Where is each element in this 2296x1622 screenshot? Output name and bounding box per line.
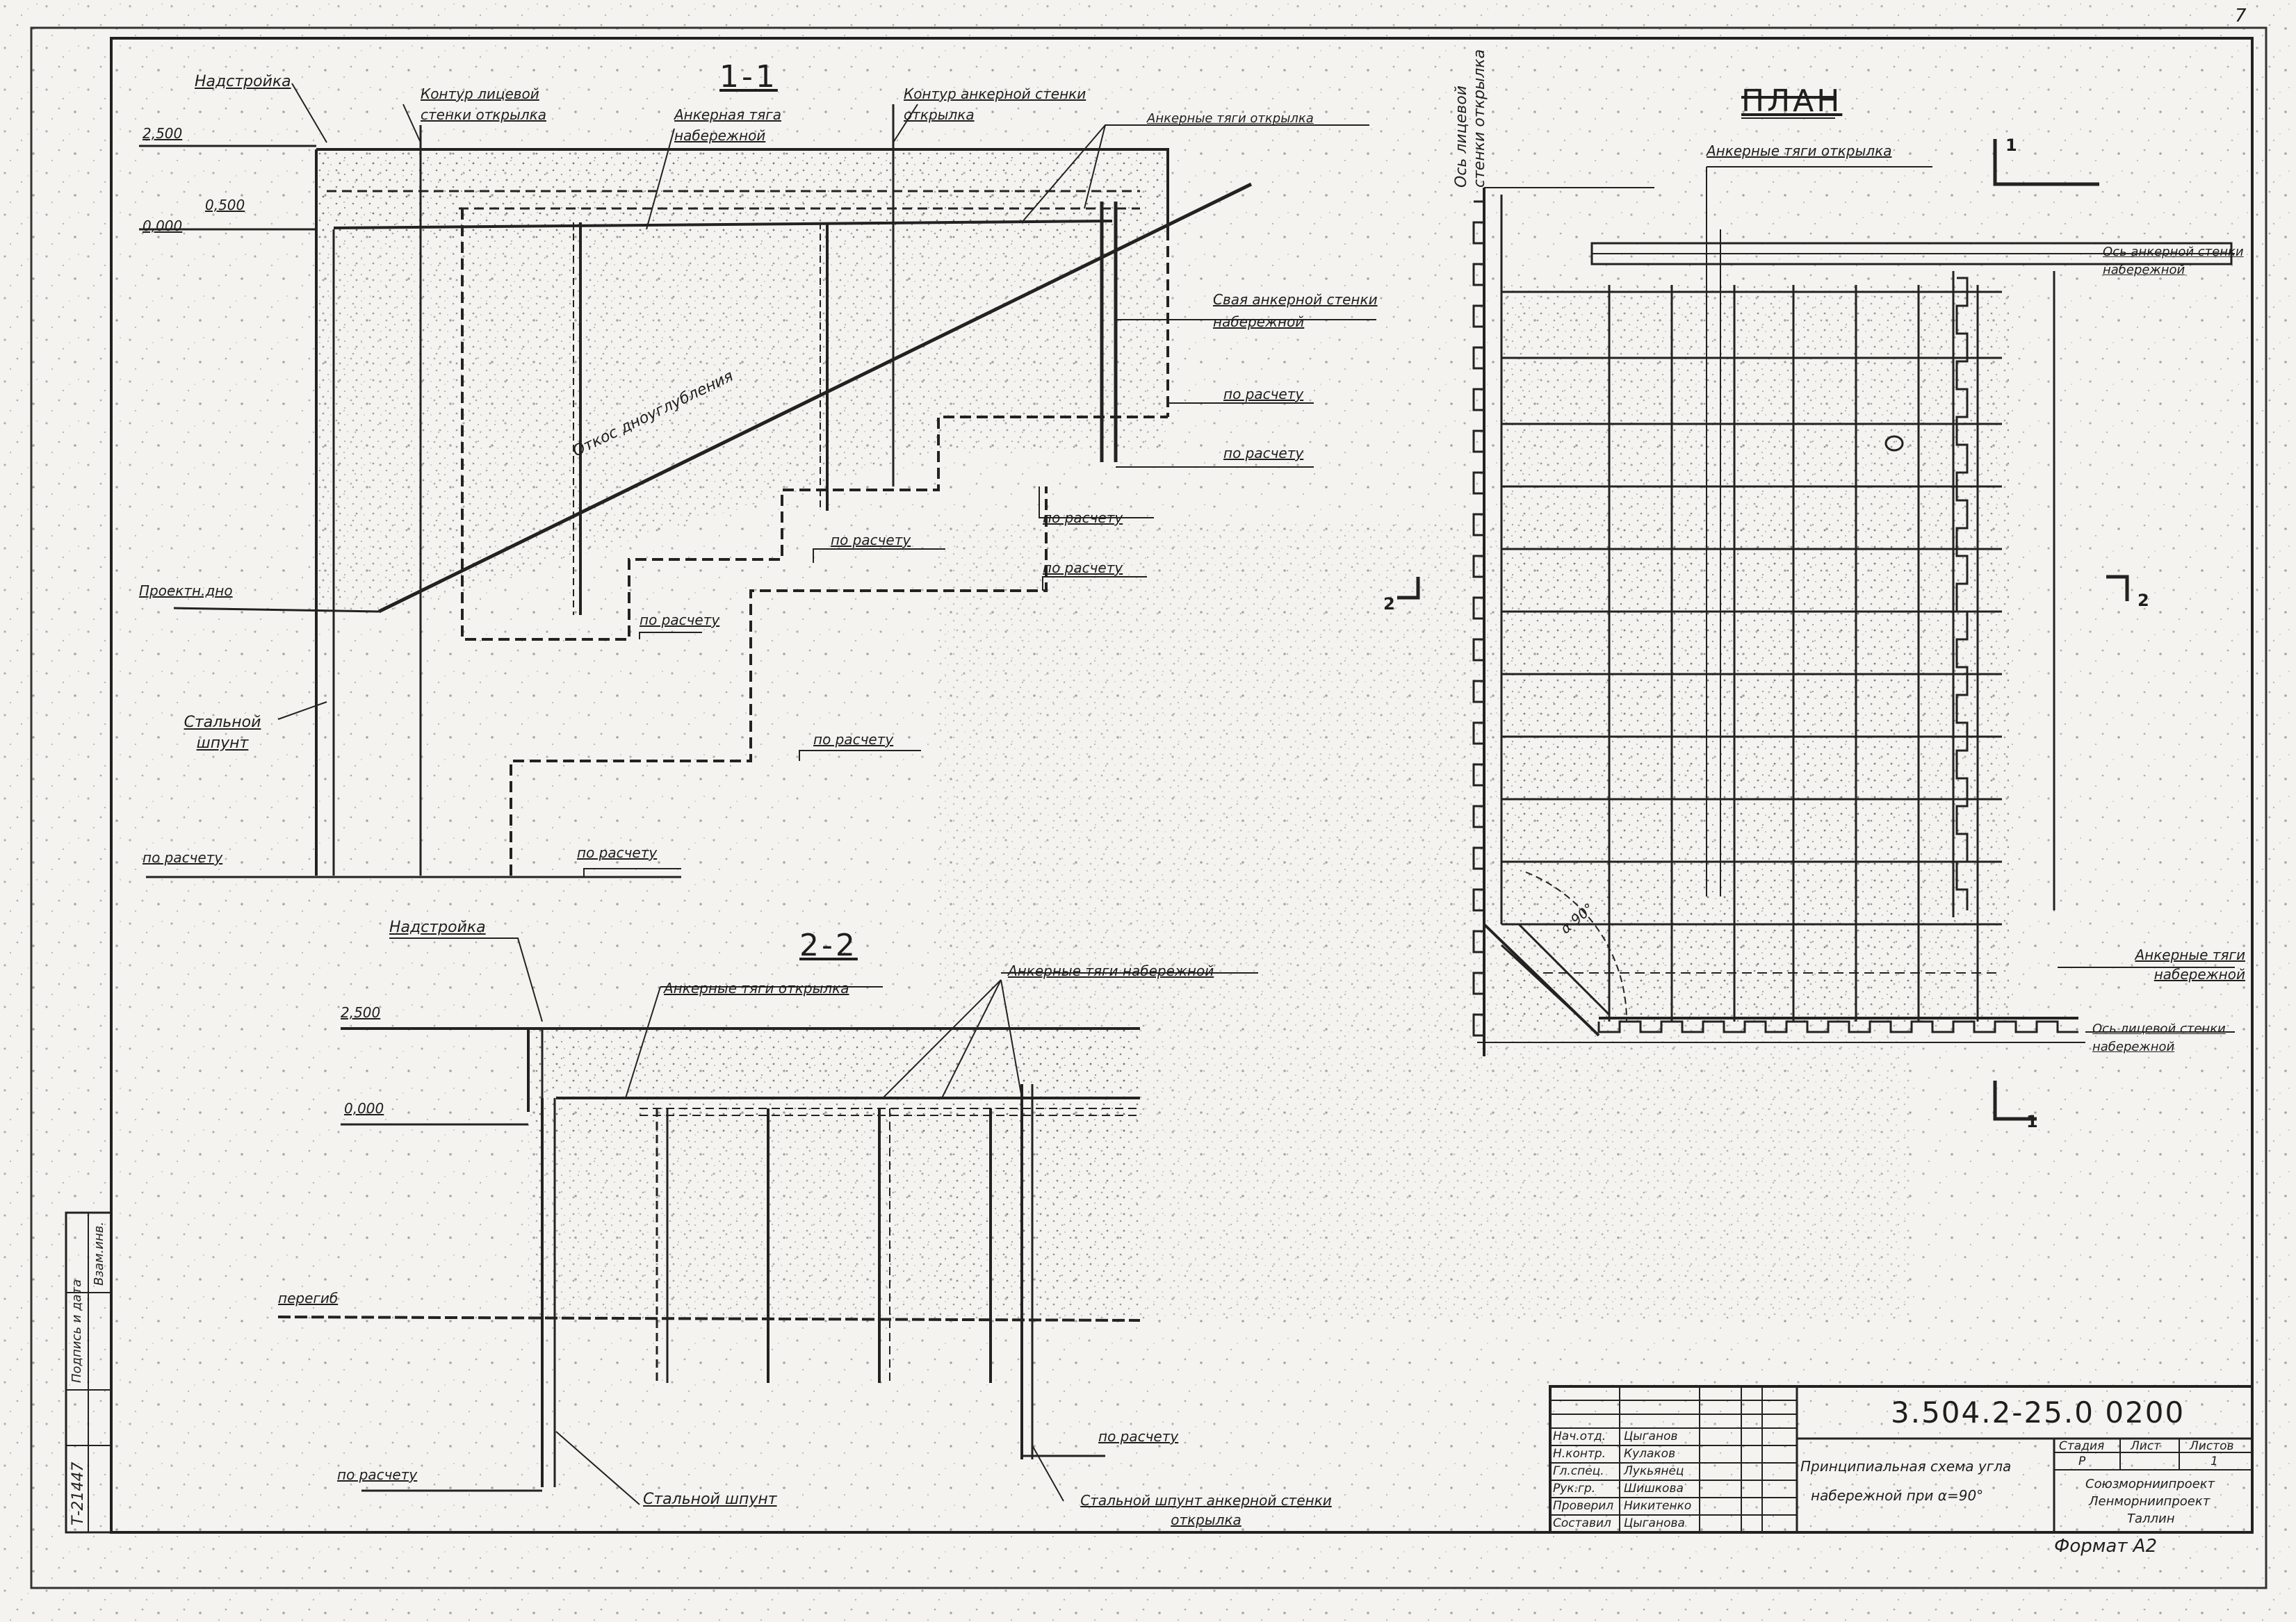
label-bend: перегиб — [278, 1290, 339, 1306]
label-anchor-pile: Свая анкерной стенки набережной — [1213, 291, 1378, 330]
row-name-6: Цыганова — [1624, 1516, 1685, 1530]
doc-code: 3.504.2-25.0 0200 — [1891, 1395, 2185, 1430]
label-contour-face-wall: Контур лицевой стенки открылка — [421, 85, 547, 123]
col-header-sheet: Лист — [2131, 1439, 2161, 1453]
row-role-3: Гл.спец. — [1553, 1464, 1604, 1478]
section-1-1 — [139, 83, 1376, 878]
label-anchor-rod-embankment: Анкерная тяга набережной — [674, 106, 782, 144]
sheet-number: 7 — [2235, 6, 2247, 26]
label-contour-anchor-wall: Контур анкерной стенки открылка — [904, 85, 1086, 123]
section-2-2-title: 2-2 — [799, 928, 858, 963]
col-value-sheets: 1 — [2210, 1455, 2218, 1468]
by-calc-1i: по расчету — [143, 849, 223, 866]
label-superstructure-2: Надстройка — [389, 919, 486, 936]
row-name-5: Никитенко — [1624, 1499, 1692, 1513]
mark-1-top: 1 — [2005, 136, 2017, 155]
by-calc-1a: по расчету — [1223, 386, 1304, 402]
label-axis-face-wall-wing: Ось лицевой стенки открылка — [1453, 49, 1488, 188]
elev-2500-1: 2,500 — [143, 125, 183, 142]
side-stamp-inv: Т-21447 — [70, 1461, 87, 1525]
title-block-frame — [1549, 1385, 2254, 1534]
side-stamp-label-2: Взам.инв. — [92, 1221, 106, 1286]
by-calc-1b: по расчету — [1223, 445, 1304, 461]
label-axis-face-wall: Ось лицевой стенки набережной — [2092, 1022, 2226, 1054]
description-line-1: Принципиальная схема угла — [1800, 1458, 2012, 1475]
org-line-1: Союзморниипроект — [2085, 1477, 2215, 1491]
elev-0500-1: 0,500 — [205, 197, 245, 213]
by-calc-1c: по расчету — [1043, 509, 1123, 526]
label-axis-anchor-wall: Ось анкерной стенки набережной — [2103, 245, 2244, 277]
row-role-1: Нач.отд. — [1553, 1430, 1606, 1443]
row-role-4: Рук.гр. — [1553, 1482, 1596, 1496]
side-stamp-label-1: Подпись и дата — [70, 1279, 84, 1383]
row-name-3: Лукьянец — [1624, 1464, 1684, 1478]
plan-view — [1397, 96, 2235, 1121]
col-header-stage: Стадия — [2059, 1439, 2105, 1453]
label-design-bottom: Проектн.дно — [139, 582, 233, 599]
label-anchor-rods-embankment-2: Анкерные тяги набережной — [1008, 962, 1214, 979]
row-role-2: Н.контр. — [1553, 1447, 1606, 1461]
side-stamp-frame — [65, 1211, 113, 1534]
row-role-5: Проверил — [1553, 1499, 1614, 1513]
by-calc-1h: по расчету — [577, 844, 658, 861]
by-calc-1e: по расчету — [1043, 559, 1123, 576]
elev-2500-2: 2,500 — [341, 1004, 381, 1021]
by-calc-2b: по расчету — [337, 1466, 418, 1483]
row-name-2: Кулаков — [1624, 1447, 1676, 1461]
label-superstructure-1: Надстройка — [195, 73, 291, 90]
label-steel-sheet-pile-anchor: Стальной шпунт анкерной стенки открылка — [1080, 1492, 1332, 1528]
description-line-2: набережной при α=90° — [1811, 1487, 1984, 1504]
by-calc-1g: по расчету — [813, 731, 894, 748]
mark-2-right: 2 — [2138, 591, 2149, 610]
label-steel-sheet-pile-1: Стальной шпунт — [184, 714, 261, 752]
row-name-1: Цыганов — [1624, 1430, 1678, 1443]
label-anchor-rods-wing-2: Анкерные тяги открылка — [664, 980, 849, 997]
label-anchor-rods-embankment-plan: Анкерные тяги набережной — [2135, 947, 2245, 983]
section-2-2 — [277, 937, 1258, 1505]
mark-1-bottom: 1 — [2026, 1112, 2038, 1131]
by-calc-1d: по расчету — [831, 532, 911, 548]
label-anchor-rods-wing-1: Анкерные тяги открылка — [1147, 111, 1314, 126]
plan-title: ПЛАН — [1741, 83, 1843, 119]
elev-0000-2: 0,000 — [344, 1100, 384, 1117]
label-anchor-rods-wing-plan: Анкерные тяги открылка — [1707, 142, 1892, 159]
row-name-4: Шишкова — [1624, 1482, 1684, 1496]
org-line-3: Таллин — [2127, 1512, 2175, 1526]
format-label: Формат А2 — [2054, 1536, 2158, 1557]
mark-2-left: 2 — [1383, 594, 1395, 614]
label-steel-sheet-pile-2: Стальной шпунт — [643, 1491, 777, 1508]
col-value-stage: Р — [2078, 1455, 2086, 1468]
section-1-1-title: 1-1 — [719, 59, 778, 95]
org-line-2: Ленморниипроект — [2089, 1494, 2210, 1509]
by-calc-2a: по расчету — [1098, 1428, 1179, 1445]
col-header-sheets: Листов — [2190, 1439, 2234, 1453]
elev-0000-1: 0,000 — [143, 218, 183, 234]
row-role-6: Составил — [1553, 1516, 1611, 1530]
by-calc-1f: по расчету — [640, 612, 720, 628]
